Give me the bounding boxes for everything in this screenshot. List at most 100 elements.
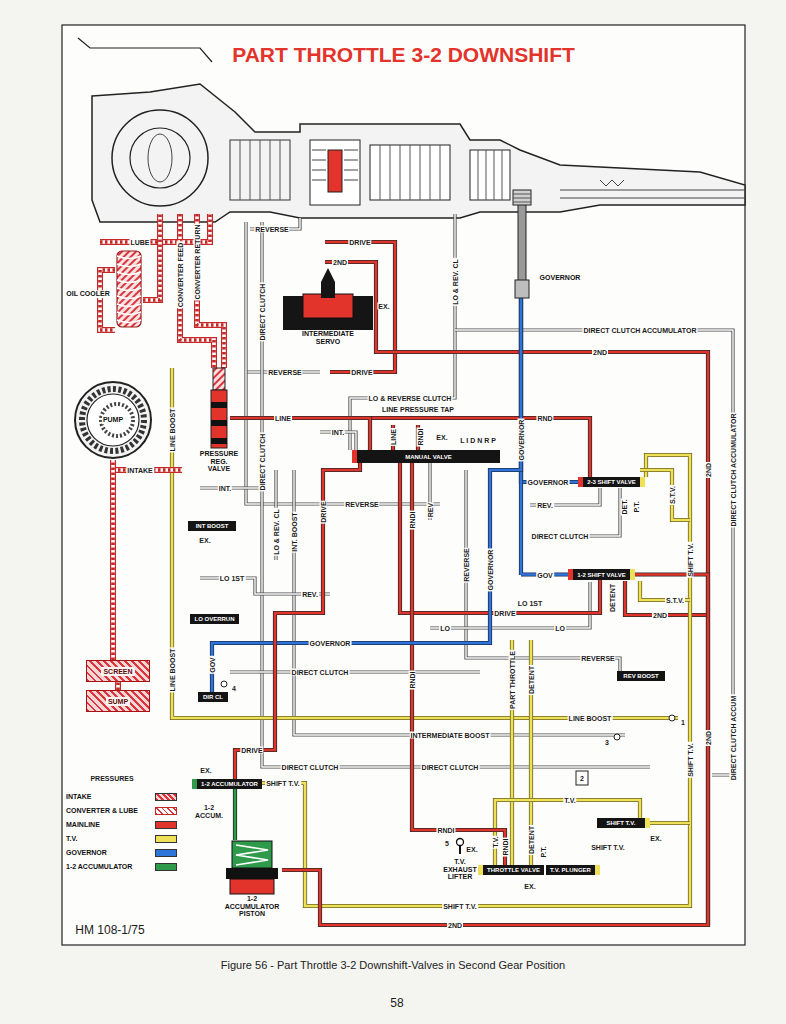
line-label: 1-2 ACCUM. [193,804,225,819]
page-frame [62,25,745,945]
fluid-passage [370,418,590,477]
passage-label: EX. [199,767,212,774]
passage-label: P.T. [633,500,640,513]
passage-label: LUBE [129,239,150,246]
accumulator-piston-part [236,845,268,865]
fluid-passage [256,455,690,906]
hydraulic-line-outline [230,418,370,450]
artwork-part [240,140,280,200]
servo-piston-outline [283,268,373,330]
passage-label: LO & REV. CL [273,508,280,556]
passage-label: T.V. [492,835,499,848]
governor-assembly-part [518,204,526,282]
passage-label: S.T.V. [669,485,676,505]
legend-text: MAINLINE [66,821,100,828]
hydraulic-line-outline [400,463,600,613]
oil-cooler-part [117,304,141,307]
valve-name: MANUAL VALVE [405,454,452,460]
hydraulic-line-outline [115,682,121,690]
hydraulic-line [230,418,370,450]
fluid-passage [143,214,160,300]
passage-label: DIRECT CLUTCH [421,764,480,771]
hydraulic-line-outline [495,800,640,865]
hydraulic-line-hatch [111,460,115,660]
artwork-part [380,145,440,200]
fluid-passage [650,823,690,824]
passage-label: INTERMEDIATE BOOST [410,732,491,739]
passage-label: 1 [680,719,686,726]
passage-label: 5 [444,840,450,847]
legend-text: INTAKE [66,793,92,800]
line-label: LINE [274,415,292,422]
artwork-part [328,150,342,192]
fluid-passage-fill [294,470,625,735]
passage-label: SHIFT T.V. [265,780,301,787]
fluid-passage-outline [430,582,590,628]
passage-label: LO & REV. CL [452,258,459,306]
filter-box: SUMP [86,690,150,712]
hydraulic-line-fill [400,463,600,613]
governor-assembly-part [513,190,531,205]
regulator-valve-outline [208,368,230,448]
artwork-part [230,140,290,200]
line-label: DRIVE [240,747,263,754]
artwork-part [614,734,620,740]
passage-label: INTAKE [126,467,154,474]
artwork-part [310,140,360,205]
passage-label: SHIFT T.V. [687,742,694,778]
fluid-passage-fill [230,671,480,672]
valve-name: SHIFT T.V. [607,820,636,826]
hydraulic-line-fill [521,298,578,482]
line-label: 2ND [447,922,463,929]
passage-label: REVERSE [344,501,379,508]
regulator-valve-part [211,420,227,426]
passage-label: 3 [604,739,610,746]
passage-label: RNDI [417,427,424,446]
valve-name: THROTTLE VALVE [487,867,540,873]
oil-cooler: OIL COOLER [115,250,143,328]
fluid-passage [172,368,678,718]
legend-swatch [155,821,177,829]
passage-label: S.T.V. [665,597,685,604]
oil-cooler-part [117,280,141,283]
passage-label: CONVERTER RETURN [194,223,201,300]
exhaust-lifter-part [459,845,461,854]
hydraulic-line [282,575,708,926]
passage-label: EX. [523,883,536,890]
fluid-passage-fill [625,581,708,615]
fluid-passage [350,214,455,450]
passage-label: DIRECT CLUTCH ACCUM [730,695,737,782]
oil-cooler-part [117,320,141,323]
hydraulic-line [113,460,114,660]
component-label: PUMP [102,416,124,424]
passage-label: GOVERNOR [518,419,525,462]
component-label: GOVERNOR [539,274,582,282]
oil-cooler-part [117,251,141,327]
valve-name: SUMP [106,697,130,706]
hydraulic-line-outline [521,298,578,482]
component-label: INTERMEDIATE SERVO [301,330,355,345]
valve-bar: MANUAL VALVE [352,450,500,463]
hydraulic-line-outline [235,463,360,779]
artwork-part [560,190,745,198]
valve-bar: SHIFT T.V. [597,818,650,828]
passage-label: REVERSE [254,226,289,233]
pump-gear-part [75,382,151,458]
passage-label: DRIVE [350,369,373,376]
fluid-passage [625,581,708,615]
passage-label: LINE BOOST [169,408,176,453]
hydraulic-line-fill [235,463,360,779]
passage-label: LO [554,625,566,632]
valve-bar: DIR CL [198,692,228,702]
line-label: GOVERNOR [527,479,570,486]
fluid-passage-fill [325,262,708,925]
regulator-valve-part [211,438,227,444]
passage-label: DETENT [528,825,535,855]
passage-label: LINE PRESSURE TAP [381,406,455,413]
hydraulic-line-fill [230,418,370,450]
passage-label: REVERSE [267,369,302,376]
passage-label: LO 1ST [219,575,246,582]
artwork-part [221,681,227,687]
